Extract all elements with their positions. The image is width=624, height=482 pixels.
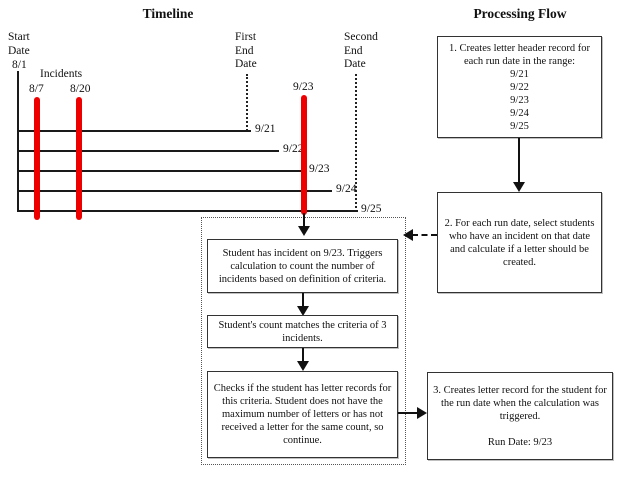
incident-date-2: 8/20 [70, 83, 91, 95]
start-date-axis-line [17, 71, 19, 212]
run-line-label: 9/21 [255, 123, 276, 135]
continue-arrow-stem [398, 412, 418, 414]
detail-arrow-1-stem [302, 293, 304, 307]
run-line-924 [18, 190, 332, 192]
second-end-date-dotted-line [355, 74, 357, 212]
incidents-label: Incidents [40, 68, 83, 80]
run-line-921 [18, 130, 251, 132]
second-end-date-label: Second End Date [344, 31, 378, 70]
incident-bar-820 [76, 97, 82, 220]
continue-arrow-right-icon [417, 407, 427, 419]
run-line-label: 9/23 [309, 163, 330, 175]
first-end-date-label: First End Date [235, 31, 257, 70]
timeline-title: Timeline [142, 6, 194, 21]
incident-bar-923 [301, 95, 307, 215]
first-end-date-dotted-line [246, 74, 248, 131]
select-dashed-arrow-stem [412, 234, 437, 236]
start-date-value: 8/1 [12, 59, 27, 71]
trigger-arrow-stem [303, 213, 305, 227]
processing-flow-title: Processing Flow [473, 6, 567, 21]
run-line-925 [18, 210, 358, 212]
flow-arrow-1-stem [518, 138, 520, 184]
flow-box-step2: 2. For each run date, select students wh… [437, 192, 602, 293]
detail-box-incident-trigger: Student has incident on 9/23. Triggers c… [207, 239, 398, 293]
detail-arrow-2-stem [302, 348, 304, 362]
run-line-923 [18, 170, 306, 172]
flow-box-step3: 3. Creates letter record for the student… [427, 372, 613, 460]
incident-date-1: 8/7 [29, 83, 44, 95]
detail-box-letter-check: Checks if the student has letter records… [207, 371, 398, 458]
run-line-label: 9/24 [336, 183, 357, 195]
select-dashed-arrow-left-icon [403, 229, 413, 241]
trigger-arrow-down-icon [298, 226, 310, 236]
start-date-label: Start Date [8, 31, 30, 57]
trigger-date-label: 9/23 [293, 81, 314, 93]
run-line-922 [18, 150, 279, 152]
detail-arrow-2-down-icon [297, 361, 309, 371]
run-line-label: 9/25 [361, 203, 382, 215]
flow-box-step1: 1. Creates letter header record for each… [437, 36, 602, 138]
run-line-label: 9/22 [283, 143, 304, 155]
detail-arrow-1-down-icon [297, 306, 309, 316]
incident-bar-87 [34, 97, 40, 220]
flow-arrow-1-down-icon [513, 182, 525, 192]
detail-box-count-match: Student's count matches the criteria of … [207, 315, 398, 348]
